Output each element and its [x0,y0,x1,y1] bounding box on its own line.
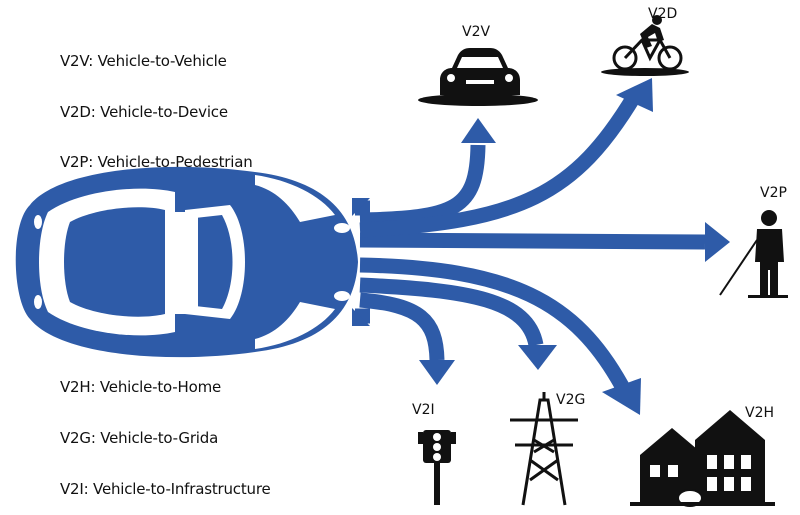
arrowhead-v2h [602,378,641,415]
label-v2h: V2H [745,405,775,421]
arrowhead-v2g [518,345,557,370]
house-icon [630,410,775,507]
arrow-shaft-v2g [359,277,544,347]
arrowhead-v2p [705,222,730,262]
legend-v2h: V2H: Vehicle-to-Home [60,378,222,396]
arrow-shaft-v2h [359,257,630,392]
arrow-shaft-v2i [359,292,445,361]
label-v2d: V2D [648,6,678,22]
traffic-light-icon [418,430,456,505]
arrow-shaft-v2d [359,91,642,238]
cyclist-icon [601,15,689,76]
arrowhead-v2v [461,118,496,143]
arrowhead-back-top [352,198,370,216]
arrowhead-v2d [616,78,653,112]
pedestrian-icon [719,210,788,298]
label-v2g: V2G [556,392,586,408]
arrow-shaft-v2p [359,232,706,250]
legend-v2d: V2D: Vehicle-to-Device [60,103,228,121]
arrowhead-v2i [419,360,455,385]
label-v2p: V2P [760,185,787,201]
arrowhead-back-bottom [352,308,370,326]
legend-v2p: V2P: Vehicle-to-Pedestrian [60,153,253,171]
arrowheads [352,78,730,415]
legend-v2g: V2G: Vehicle-to-Grida [60,429,219,447]
car-icon [418,48,538,106]
car-top-view-icon [15,166,359,358]
label-v2v: V2V [462,24,491,40]
arrow-shaft-v2v [359,144,486,228]
legend-v2i: V2I: Vehicle-to-Infrastructure [60,480,271,498]
arrows [355,91,706,392]
legend-v2v: V2V: Vehicle-to-Vehicle [60,52,227,70]
power-tower-icon [510,392,578,506]
label-v2i: V2I [412,402,435,418]
